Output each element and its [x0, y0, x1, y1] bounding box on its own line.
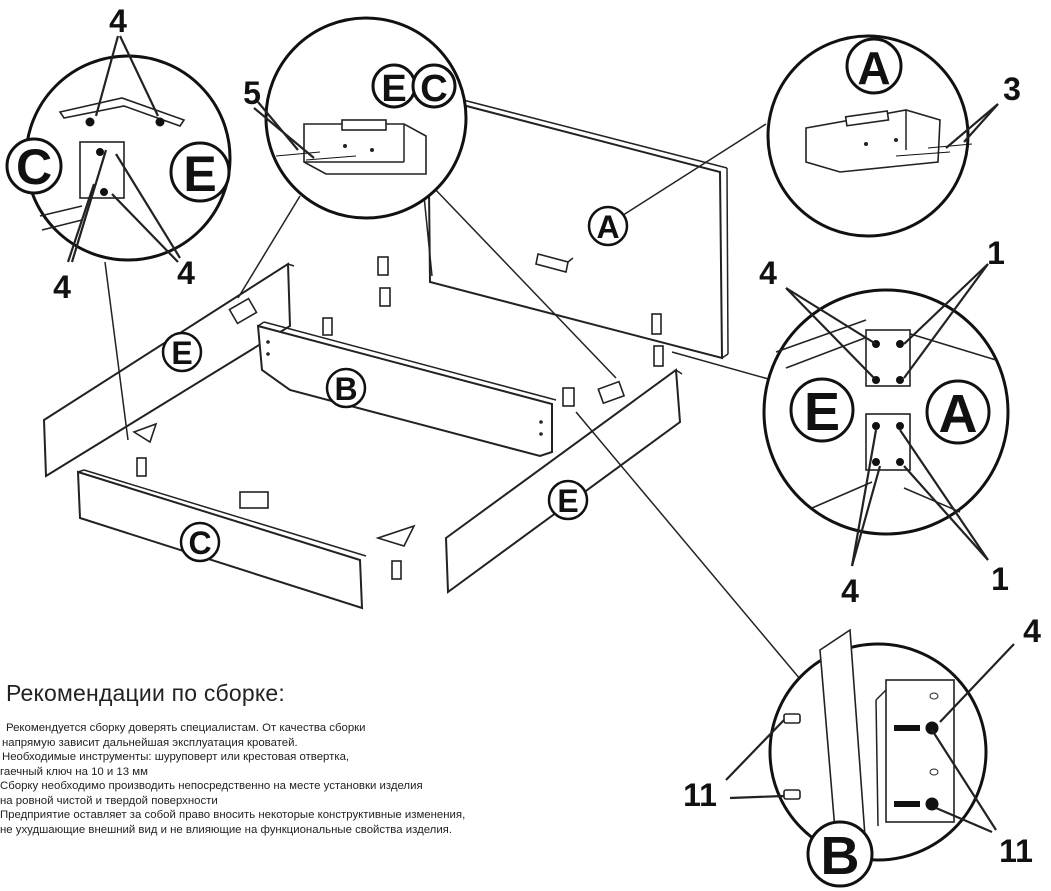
recommendation-line: напрямую зависит дальнейшая эксплуатация…	[2, 736, 298, 749]
zoom-circle-b	[768, 628, 988, 868]
leader-lines	[66, 35, 1015, 834]
loose-brackets	[132, 256, 626, 580]
label-e-right-rail: E	[547, 479, 589, 521]
label-b-rail: B	[325, 367, 367, 409]
num-1-right-bottom: 1	[991, 561, 1009, 597]
zoom-circle-ec	[264, 16, 468, 220]
svg-text:C: C	[420, 68, 447, 110]
label-c-footboard: C	[179, 521, 221, 563]
recommendations-title: Рекомендации по сборке:	[6, 680, 286, 706]
label-a-zoom: A	[845, 37, 903, 95]
num-5: 5	[243, 75, 261, 111]
zoom-circle-a	[766, 34, 973, 238]
num-4-top: 4	[109, 3, 127, 39]
num-4-leftmid: 4	[177, 255, 195, 291]
assembly-recommendations: Рекомендации по сборке: Рекомендуется сб…	[0, 680, 700, 837]
recommendation-line: Сборку необходимо производить непосредст…	[0, 780, 423, 792]
num-4-right-top: 4	[759, 255, 777, 291]
label-b-zoom: B	[806, 820, 874, 888]
label-e-zoom-right: E	[789, 377, 855, 443]
zoom-connector-lines	[104, 123, 869, 761]
middle-rail-b	[256, 321, 557, 458]
svg-text:B: B	[334, 371, 357, 407]
svg-text:B: B	[821, 826, 860, 886]
svg-text:E: E	[557, 483, 578, 519]
label-a-panel: A	[587, 205, 629, 247]
recommendation-line: Предприятие оставляет за собой право вно…	[0, 809, 466, 821]
svg-text:E: E	[381, 68, 406, 110]
num-11-left: 11	[683, 777, 717, 813]
recommendation-line: на ровной чистой и твердой поверхности	[0, 794, 218, 807]
recommendation-line: Необходимые инструменты: шуруповерт или …	[2, 751, 350, 763]
svg-text:E: E	[804, 382, 840, 442]
num-11-right: 11	[999, 833, 1033, 869]
headboard-panel-a	[426, 92, 729, 367]
svg-text:C: C	[16, 139, 52, 195]
label-ec-zoom: E C	[371, 63, 457, 110]
label-e-topleft: E	[169, 141, 231, 203]
svg-text:E: E	[183, 146, 216, 202]
recommendation-line: не ухудшающие внешний вид и не влияющие …	[0, 823, 453, 836]
svg-text:C: C	[188, 525, 211, 561]
label-e-left-rail: E	[161, 331, 203, 373]
num-4-right-bottom: 4	[841, 573, 859, 609]
recommendation-line: гаечный ключ на 10 и 13 мм	[0, 765, 148, 778]
side-rail-e-left	[42, 262, 295, 478]
zoom-circle-ea	[762, 288, 1010, 536]
footboard-panel-c	[76, 469, 367, 610]
num-4-bottom-right: 4	[1023, 613, 1041, 649]
num-1-right-top: 1	[987, 235, 1005, 271]
svg-text:A: A	[939, 384, 978, 444]
svg-text:A: A	[857, 42, 890, 94]
svg-text:E: E	[171, 335, 192, 371]
recommendation-line: Рекомендуется сборку доверять специалист…	[6, 722, 366, 734]
label-a-zoom-right: A	[925, 379, 991, 445]
num-3: 3	[1003, 71, 1021, 107]
svg-text:A: A	[596, 209, 619, 245]
num-4-left: 4	[53, 269, 71, 305]
label-c-topleft: C	[5, 137, 63, 195]
